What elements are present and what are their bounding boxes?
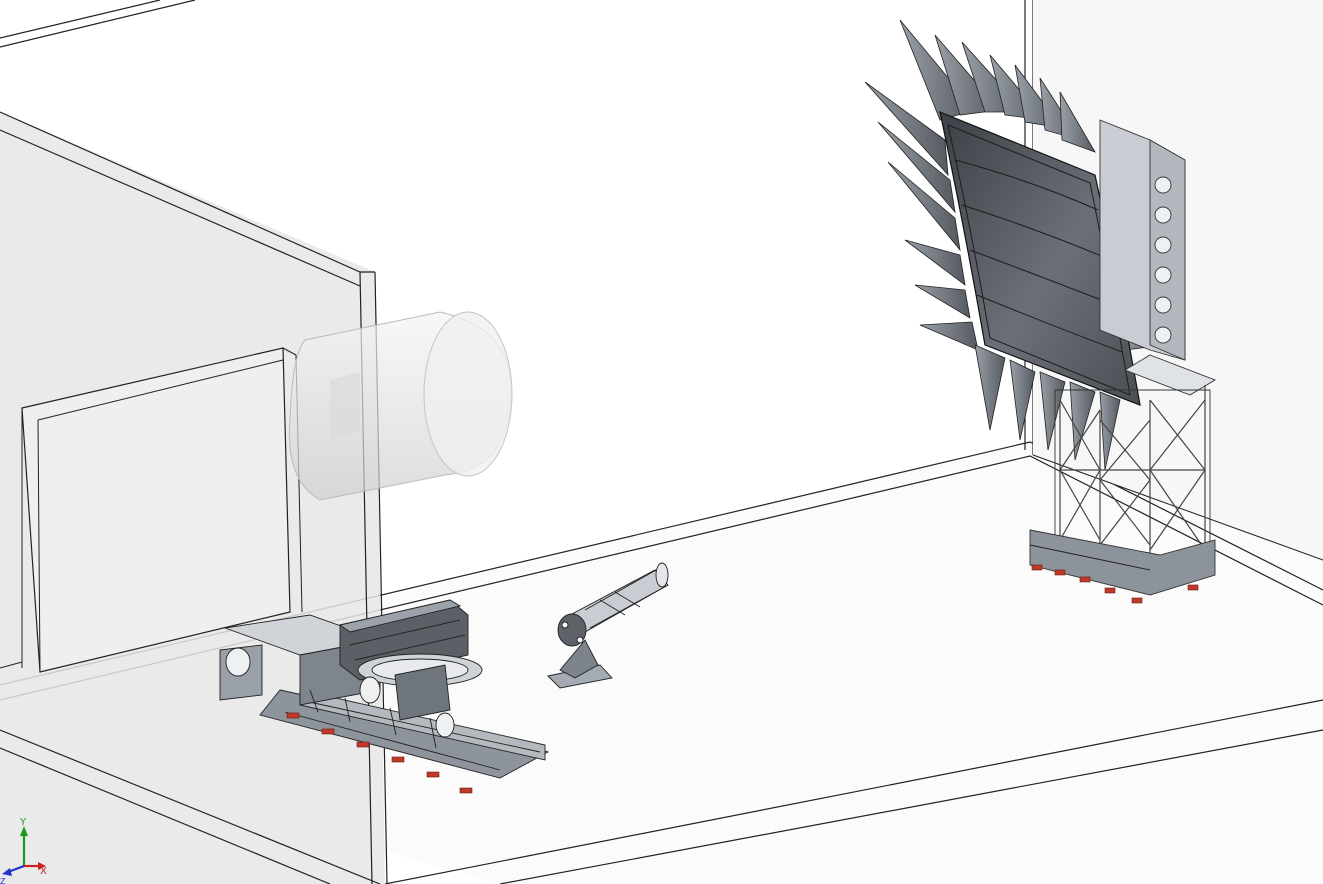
feed-positioner — [547, 562, 669, 689]
room-ceiling — [0, 0, 196, 48]
axis-triad: Y X Z — [0, 817, 47, 884]
triad-z-label: Z — [0, 877, 6, 884]
triad-x-label: X — [40, 866, 47, 877]
reflector-tower — [1029, 119, 1217, 596]
rail-positioner — [219, 599, 550, 779]
transparent-cylinder — [288, 311, 513, 501]
triad-y-label: Y — [19, 817, 27, 828]
rail-feet — [286, 712, 473, 794]
tower-feet — [1031, 564, 1199, 604]
left-partition-wall — [0, 111, 388, 884]
